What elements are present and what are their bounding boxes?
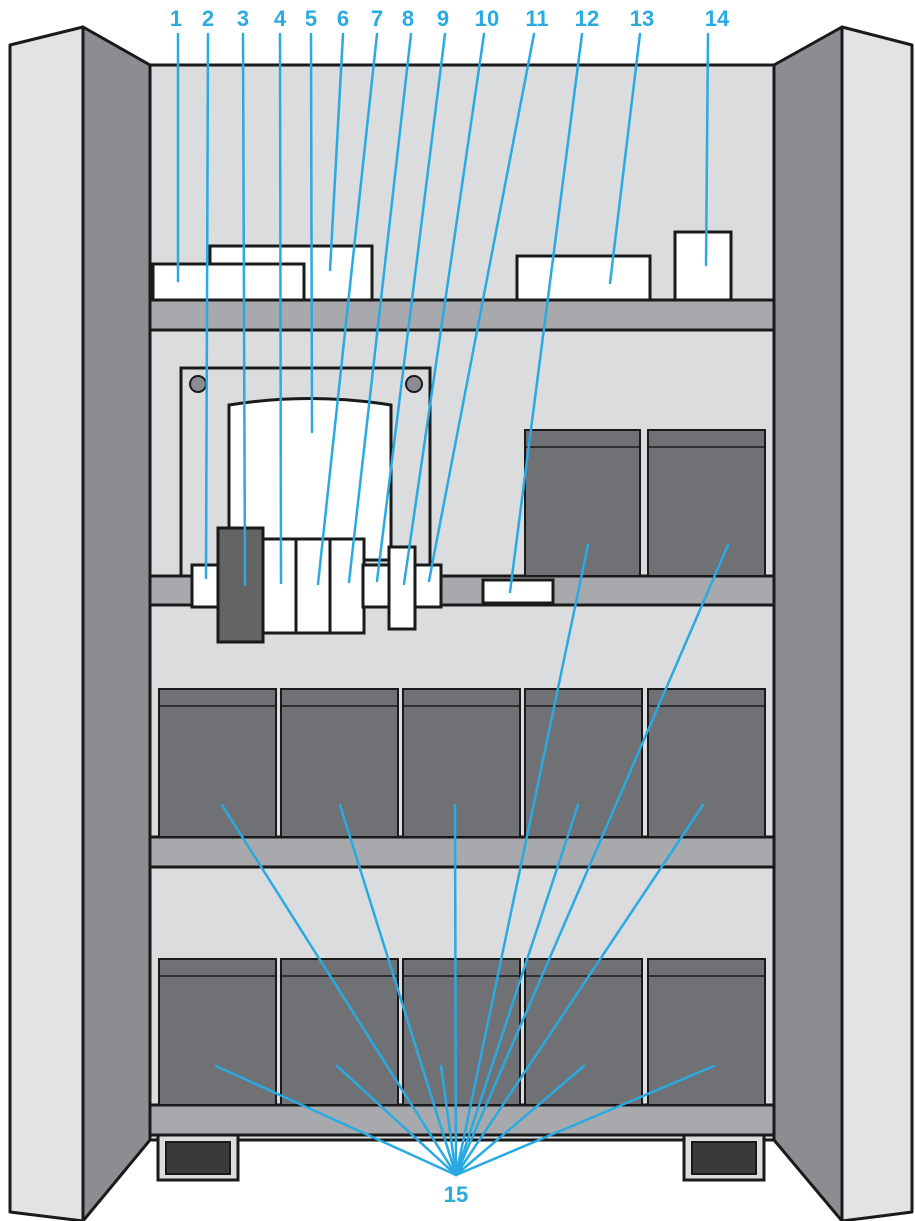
callout-1: 1 (170, 6, 182, 31)
leader-15-3 (220, 803, 458, 1177)
module-3 (216, 526, 265, 644)
callout-12: 12 (575, 6, 599, 31)
callout-2: 2 (202, 6, 214, 31)
callout-labels: 1 2 3 4 5 6 7 8 9 10 11 12 13 14 15 (170, 6, 730, 1207)
terminal-9 (361, 563, 391, 609)
leader-15-11 (454, 1064, 586, 1177)
right-door-front (840, 25, 914, 1221)
callout-8: 8 (402, 6, 414, 31)
callout-6: 6 (337, 6, 349, 31)
leader-15-12 (454, 1064, 716, 1177)
left-door-front (8, 25, 85, 1221)
battery-8 (158, 958, 277, 1106)
leader-9 (375, 32, 447, 583)
left-door-side (81, 25, 152, 1221)
mounting-screw-left (189, 375, 207, 393)
leader-6 (328, 32, 345, 272)
leader-4 (278, 32, 283, 585)
top-shelf-box-14 (673, 230, 733, 303)
breaker-7 (294, 537, 332, 635)
leader-3 (241, 32, 247, 587)
top-shelf-box-13 (515, 254, 652, 303)
leader-15-9 (335, 1064, 458, 1177)
right-door-side (772, 25, 844, 1221)
callout-4: 4 (274, 6, 287, 31)
callout-7: 7 (371, 6, 383, 31)
component-12 (481, 578, 555, 605)
din-rail-components (190, 526, 555, 644)
leader-15-7 (454, 803, 705, 1177)
leader-14 (704, 32, 710, 267)
leader-10 (402, 32, 486, 586)
shelf-top (148, 298, 776, 332)
batteries-group (158, 429, 766, 1106)
leader-2 (204, 32, 210, 580)
battery-1 (524, 429, 641, 577)
leader-7 (316, 32, 379, 586)
leader-13 (608, 32, 642, 285)
leader-15-6 (454, 803, 580, 1177)
leader-5 (309, 32, 314, 434)
leader-15-1 (454, 543, 590, 1177)
right-door (772, 25, 914, 1221)
mounting-screw-right (405, 375, 423, 393)
leader-11 (427, 32, 536, 583)
shelf-middle-lower (148, 835, 776, 869)
callout-3: 3 (237, 6, 249, 31)
battery-7 (647, 688, 766, 838)
battery-3 (158, 688, 277, 838)
cabinet-foot-right (682, 1133, 766, 1182)
battery-11 (524, 958, 643, 1106)
callout-14: 14 (705, 6, 730, 31)
battery-10 (402, 958, 521, 1106)
callout-10: 10 (475, 6, 499, 31)
breaker-4 (260, 537, 298, 635)
callout-9: 9 (437, 6, 449, 31)
callout-11: 11 (525, 6, 548, 31)
leader-15-8 (214, 1064, 458, 1177)
shelf-bottom (148, 1103, 776, 1137)
leader-8 (347, 32, 413, 584)
terminal-11 (413, 563, 443, 609)
leader-15-4 (338, 803, 458, 1177)
battery-4 (280, 688, 399, 838)
battery-6 (524, 688, 643, 838)
callout-15: 15 (444, 1182, 468, 1207)
callout-leaders (176, 32, 730, 1177)
battery-5 (402, 688, 521, 838)
leader-15-2 (454, 543, 730, 1177)
callout-13: 13 (630, 6, 654, 31)
relay-10 (387, 545, 417, 631)
leader-15-5 (453, 803, 458, 1177)
battery-12 (647, 958, 766, 1106)
transformer-5 (227, 397, 393, 562)
leader-12 (508, 32, 584, 594)
leader-15-10 (439, 1064, 458, 1177)
left-door (8, 25, 152, 1221)
battery-2 (647, 429, 766, 577)
cabinet-foot-left (156, 1133, 240, 1182)
battery-9 (280, 958, 399, 1106)
breaker-8 (328, 537, 366, 635)
callout-5: 5 (305, 6, 317, 31)
